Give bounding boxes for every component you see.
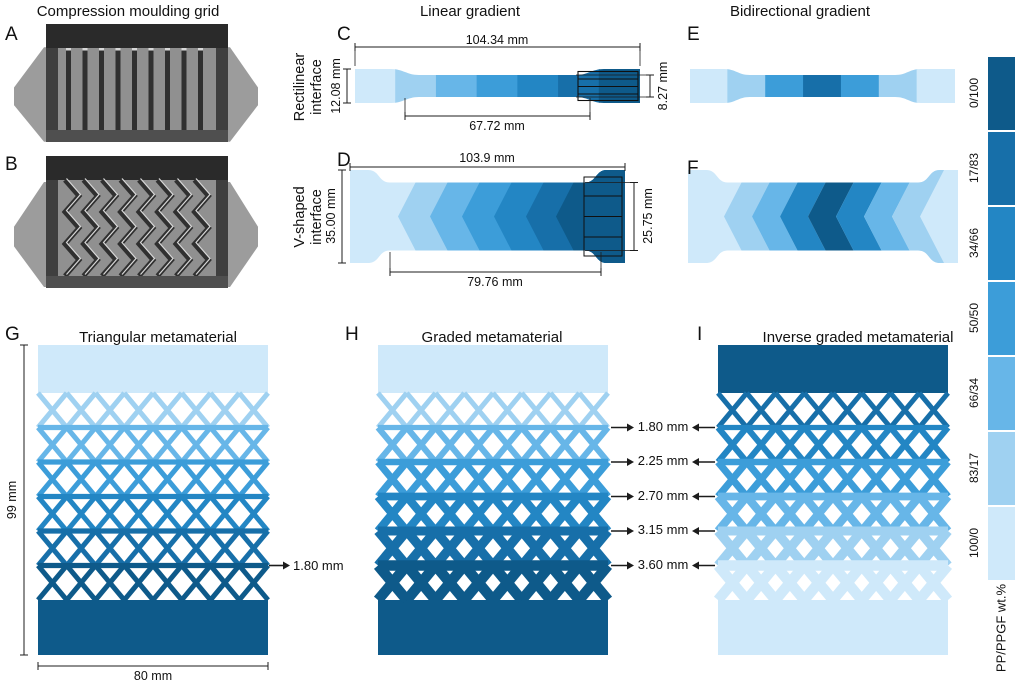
dim-d-right-height: 25.75 mm [641, 188, 655, 244]
colorbar-label: 0/100 [967, 77, 981, 109]
metamaterial-inverse-graded [713, 345, 953, 655]
dim-d-gauge-length: 79.76 mm [467, 275, 523, 289]
dim-d-total-length: 103.9 mm [459, 151, 515, 165]
panel-title-triangular: Triangular metamaterial [79, 329, 237, 346]
colorbar-label: 100/0 [967, 527, 981, 559]
panel-label-h: H [345, 324, 359, 345]
colorbar-label: 17/83 [967, 152, 981, 184]
dim-d-left-height: 35.00 mm [324, 188, 338, 244]
dim-c-gauge-length: 67.72 mm [469, 119, 525, 133]
strut-annotation: 3.15 mm [637, 522, 689, 537]
colorbar-caption: PP/PPGF wt.% [993, 583, 1009, 673]
panel-label-c: C [337, 24, 351, 45]
specimen-rectilinear-linear [355, 69, 640, 103]
panel-label-e: E [687, 24, 700, 45]
dim-g-width: 80 mm [133, 669, 173, 683]
row-label-vshaped: V-shaped interface [292, 186, 326, 247]
specimen-vshaped-bidirectional [688, 170, 958, 263]
panel-label-d: D [337, 150, 351, 171]
dim-c-left-height: 12.08 mm [329, 58, 343, 114]
colorbar-label: 34/66 [967, 227, 981, 259]
specimen-vshaped-linear [350, 170, 625, 263]
panel-label-g: G [5, 324, 20, 345]
colorbar-segment [988, 132, 1015, 205]
colorbar-segment [988, 432, 1015, 505]
strut-annotation: 2.25 mm [637, 453, 689, 468]
strut-annotation: 2.70 mm [637, 487, 689, 503]
colorbar-segment [988, 57, 1015, 130]
dimension-lines [20, 43, 654, 670]
colorbar-label: 50/50 [967, 302, 981, 334]
colorbar-segment [988, 282, 1015, 355]
column-title-bidirectional: Bidirectional gradient [729, 3, 871, 20]
panel-label-a: A [5, 24, 18, 45]
colorbar-segment [988, 207, 1015, 280]
colorbar-label: 66/34 [967, 377, 981, 409]
row-label-rectilinear: Rectilinear interface [292, 53, 326, 122]
annotation-arrows [269, 423, 715, 570]
colorbar-label: 83/17 [967, 452, 981, 484]
colorbar-segment [988, 507, 1015, 580]
panel-label-i: I [697, 324, 703, 345]
panel-label-b: B [5, 154, 18, 175]
dim-g-height: 99 mm [5, 480, 19, 520]
row-label-rectilinear-line1: Rectilinear [291, 52, 308, 122]
row-label-vshaped-line1: V-shaped [291, 186, 308, 248]
panel-label-f: F [687, 158, 699, 179]
colorbar-segment [988, 357, 1015, 430]
metamaterial-triangular [36, 345, 270, 655]
mould-straight-grid [14, 24, 258, 142]
panel-title-inverse-graded: Inverse graded metamaterial [762, 329, 954, 346]
metamaterial-graded [373, 345, 613, 655]
strut-annotation: 3.60 mm [637, 556, 689, 572]
strut-annotation-g: 1.80 mm [293, 558, 344, 573]
dim-c-right-height: 8.27 mm [656, 61, 670, 111]
panel-title-graded: Graded metamaterial [421, 329, 563, 346]
column-title-linear: Linear gradient [419, 3, 521, 20]
dim-c-total-length: 104.34 mm [465, 33, 529, 47]
mould-vshaped-grid [14, 156, 258, 288]
specimen-rectilinear-bidirectional [690, 69, 955, 103]
column-title-compression: Compression moulding grid [36, 3, 220, 20]
strut-annotation: 1.80 mm [637, 418, 689, 434]
row-label-rectilinear-line2: interface [309, 59, 325, 115]
